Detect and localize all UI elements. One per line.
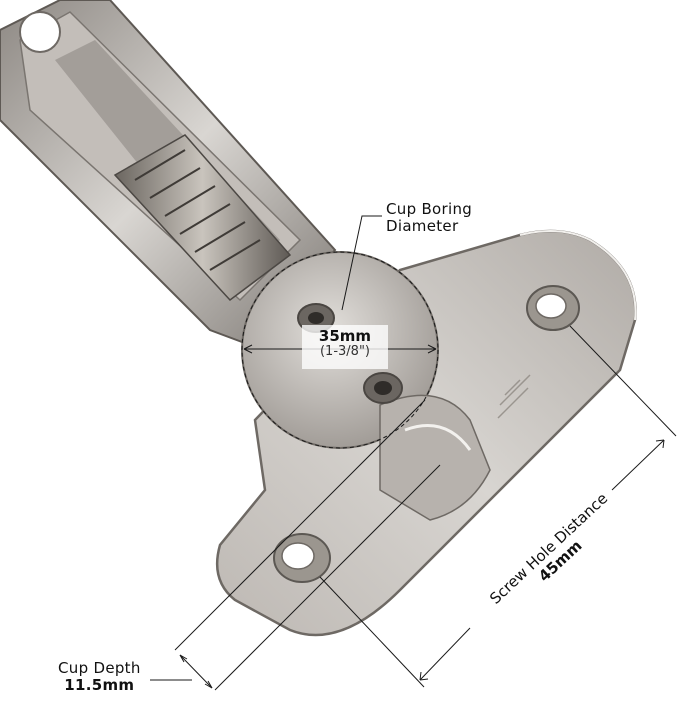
cup-depth-title: Cup Depth (58, 659, 141, 677)
cup-boring-line2: Diameter (386, 217, 459, 236)
cup-boring-line1: Cup Boring (386, 200, 473, 218)
cup-depth-label: Cup Depth 11.5mm (58, 659, 141, 695)
hinge-arm (0, 0, 337, 347)
screw-holes (273, 285, 580, 583)
diameter-value: 35mm (318, 327, 372, 345)
cup-depth-value: 11.5mm (64, 676, 135, 695)
diameter-imperial: (1-3/8") (319, 344, 370, 360)
diameter-label: 35mm (1-3/8") (302, 325, 388, 369)
cup-boring-label: Cup Boring Diameter (386, 200, 473, 236)
